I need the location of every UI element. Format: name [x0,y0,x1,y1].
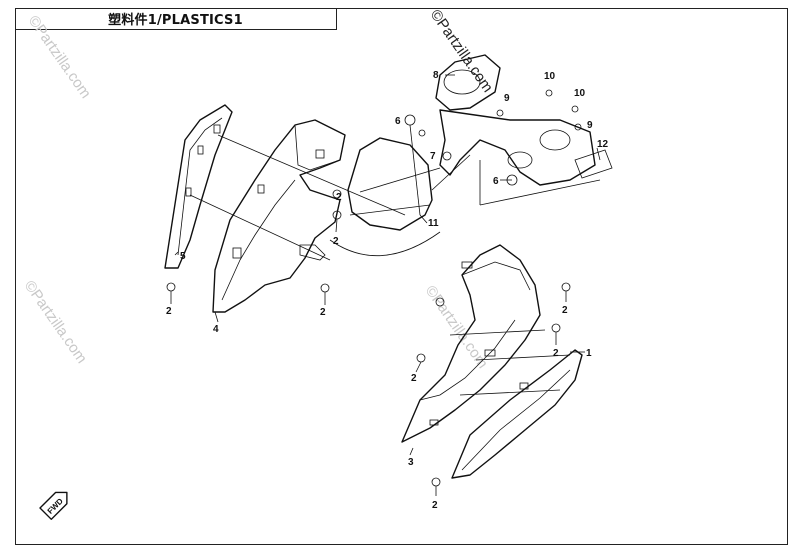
callout-2: 2 [166,306,172,317]
alignment-lines [189,134,601,396]
part-11-windshield [329,137,441,257]
callout-7: 7 [430,151,436,162]
callout-3: 3 [408,457,414,468]
leader-lines [170,74,601,496]
callout-2: 2 [562,305,568,316]
title-box: 塑料件1/PLASTICS1 [15,8,337,30]
fasteners [166,89,582,487]
callout-2: 2 [411,373,417,384]
callout-8: 8 [433,70,439,81]
watermark-top-right: ©Partzilla.com [427,7,497,96]
callout-10: 10 [544,71,556,82]
callout-2: 2 [336,192,342,203]
callout-labels: 2 4 5 2 2 2 6 7 8 9 10 10 9 12 6 11 2 2 … [166,70,609,511]
diagram-title: 塑料件1/PLASTICS1 [108,13,243,28]
callout-9: 9 [587,120,593,131]
callout-11: 11 [428,218,439,229]
callout-10: 10 [574,88,586,99]
callout-1: 1 [586,348,592,359]
part-4-front-fairing [212,119,346,313]
callout-2: 2 [432,500,438,511]
part-1-side-strip [451,349,583,479]
callout-5: 5 [180,251,186,262]
watermark-center: ©Partzilla.com [422,283,492,372]
diagram-frame [15,8,788,545]
callout-9: 9 [504,93,510,104]
part-3-lower-panel [401,244,541,443]
watermark-mid-left: ©Partzilla.com [21,278,91,367]
fwd-direction-badge: FWD [39,491,68,521]
watermark-top-left: ©Partzilla.com [25,13,95,102]
callout-2: 2 [333,236,339,247]
callout-2: 2 [553,348,559,359]
callout-6: 6 [395,116,401,127]
part-5-side-panel [164,104,233,269]
part-8-bracket-assembly [435,54,613,186]
callout-2: 2 [320,307,326,318]
callout-12: 12 [597,139,609,150]
callout-4: 4 [213,324,219,335]
callout-6: 6 [493,176,499,187]
